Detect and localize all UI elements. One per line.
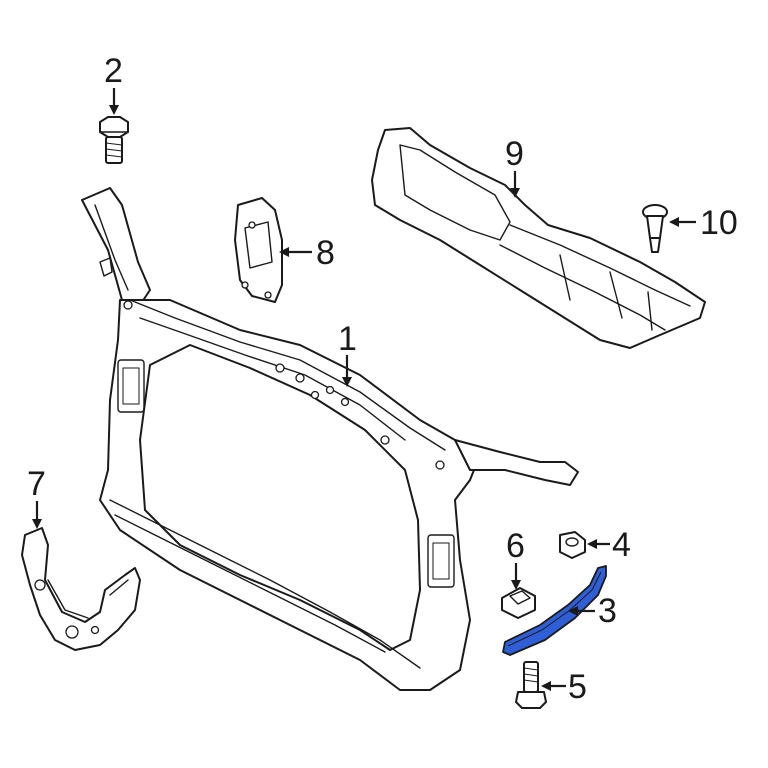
callout-number-6: 6: [506, 527, 525, 565]
air-deflector-part[interactable]: [371, 127, 706, 349]
radiator-support-part[interactable]: [81, 187, 579, 691]
callout-number-9: 9: [505, 135, 524, 173]
callout-9: 9: [505, 135, 524, 198]
push-clip-part[interactable]: [642, 204, 668, 253]
bolt-lower-part[interactable]: [515, 661, 547, 709]
seal-plate-part[interactable]: [234, 197, 283, 303]
callout-number-5: 5: [568, 668, 587, 706]
callout-8: 8: [279, 234, 335, 272]
side-bracket-part[interactable]: [21, 527, 141, 651]
nut-part[interactable]: [559, 531, 586, 559]
callout-2: 2: [104, 52, 123, 115]
callout-number-2: 2: [104, 52, 123, 90]
callout-number-1: 1: [338, 320, 357, 358]
callout-number-4: 4: [612, 526, 631, 564]
callout-4: 4: [587, 526, 631, 564]
callout-7: 7: [27, 465, 46, 529]
clip-nut-part[interactable]: [501, 587, 536, 619]
bolt-upper-part[interactable]: [99, 116, 129, 164]
callout-number-3: 3: [598, 592, 617, 630]
callout-6: 6: [506, 527, 525, 590]
callout-5: 5: [541, 668, 587, 706]
callout-1: 1: [338, 320, 357, 387]
callout-3: 3: [568, 592, 617, 630]
callout-number-8: 8: [316, 234, 335, 272]
callout-10: 10: [669, 204, 738, 242]
callout-number-10: 10: [700, 204, 738, 242]
callout-number-7: 7: [27, 465, 46, 503]
